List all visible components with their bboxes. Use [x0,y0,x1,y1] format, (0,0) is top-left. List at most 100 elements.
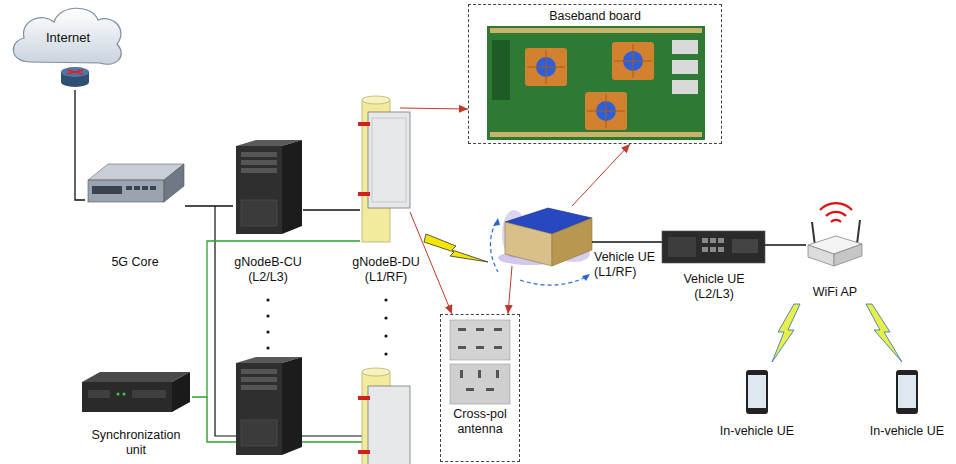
connector [75,90,85,200]
sync-unit-icon-part [117,393,120,396]
connector [185,205,233,206]
rack-server-icon-part [668,237,696,257]
antenna-photo-part [496,370,499,378]
phone-icon-part [898,375,916,408]
antenna-photo-part [450,320,510,360]
rack-server-icon [662,231,765,263]
antenna-photo-part [476,346,484,349]
wireless-bolt-part [866,304,902,362]
ellipsis-dots-part [266,298,269,301]
router-icon [61,67,89,87]
antenna-photo [450,320,510,404]
antenna-photo-part [494,346,502,349]
antenna-photo-part [466,388,474,391]
vehicle-ue-icon-part [505,222,552,266]
vehicle-ue-server: Vehicle UE (L2/L3) [662,231,765,263]
static-wire-part [302,435,362,436]
du-radio-icon-part [368,112,410,208]
baseband-board: Baseband board [468,4,722,144]
core-server: 5G Core [85,160,185,212]
node-label: 5G Core [85,255,185,270]
core-server-icon-part [150,186,156,190]
rack-server-icon-part [718,238,724,243]
ellipsis-dots [266,298,387,355]
rack-server-icon-part [710,247,716,252]
antenna-photo-part [458,328,466,331]
pcb-photo-part-part [527,50,565,84]
node-label: Internet [12,30,124,45]
cu-server-icon [236,357,302,455]
wifi-router-icon-part [826,212,846,216]
core-server-icon-part [92,186,122,194]
cu-server-icon-part [241,168,277,173]
node-label: gNodeB-DU (L1/RF) [336,255,436,285]
connector [303,209,360,210]
phone-icon-part [896,370,918,414]
pcb-photo-part [585,92,627,130]
node-label: gNodeB-CU (L2/L3) [218,255,318,285]
connector [508,266,512,314]
phone: In-vehicle UE [744,368,770,416]
cu-server-icon-part [241,377,277,382]
phone-icon-part [746,370,768,414]
du-radio: gNodeB-DU (L1/RF) [360,100,412,242]
node-label: Vehicle UE (L2/L3) [674,272,754,302]
phone-icon [746,370,918,414]
antenna-photo-part [476,328,484,331]
cu-server-icon-part [282,357,302,455]
rack-server-icon-part [702,238,708,243]
ellipsis-dots-part [384,352,387,355]
connector [572,144,630,206]
sync-unit: Synchronization unit [80,372,192,420]
sync-unit-icon-part [82,372,190,382]
cu-server-icon-part [241,160,277,165]
du-radio-icon-part [362,96,390,104]
ellipsis-dots-part [384,298,387,301]
node-label: In-vehicle UE [712,424,802,439]
cu-server-icon-part [236,363,282,455]
wifi-router-icon-part [820,203,852,210]
ellipsis-dots-part [384,316,387,319]
du-radio-icon [358,368,410,464]
vehicle-ue-icon-part [552,218,592,266]
antenna-photo-part [494,328,502,331]
pcb-photo-part [525,48,567,86]
lightning-bolt [424,234,488,262]
rack-server-icon-part [710,238,716,243]
router-icon-part [67,70,83,74]
vehicle-ue-icon [505,208,592,266]
node-label: Cross-pol antenna [441,407,519,437]
cu-server: gNodeB-CU (L2/L3) [233,138,303,235]
cu-server-icon [236,140,302,234]
cu-server-icon-part [241,152,277,157]
beam-glow-part [493,218,500,226]
core-server-icon [88,164,184,202]
lightning-bolt-part [424,234,488,262]
wifi-router-icon-part [808,245,834,266]
internet-cloud: Internet [12,4,124,90]
core-server-icon-part [126,186,132,190]
wireless-bolt [772,304,902,362]
pcb-photo-part [490,28,702,33]
router-icon-part [61,77,89,87]
antenna-photo-part [450,364,510,404]
sync-unit-icon-part [172,372,190,412]
connector [592,241,662,242]
vehicle-ue-radio: Vehicle UE (L1/RF) [500,204,592,270]
node-label: In-vehicle UE [862,424,952,439]
pcb-photo-part-part [525,48,567,86]
beam-glow-part [520,276,588,285]
antenna-photo-part [460,370,463,378]
cu-server-icon-part [241,420,277,446]
pcb-photo-part [492,40,510,100]
node-label: WiFi AP [800,285,870,300]
pcb-photo-part [612,42,654,80]
du-radio-icon-part [372,118,406,202]
pcb-photo-part [487,26,705,140]
du-radio-icon-part [358,192,370,196]
pcb-photo-part-part [585,92,627,130]
node-label: Synchronization unit [86,428,186,458]
